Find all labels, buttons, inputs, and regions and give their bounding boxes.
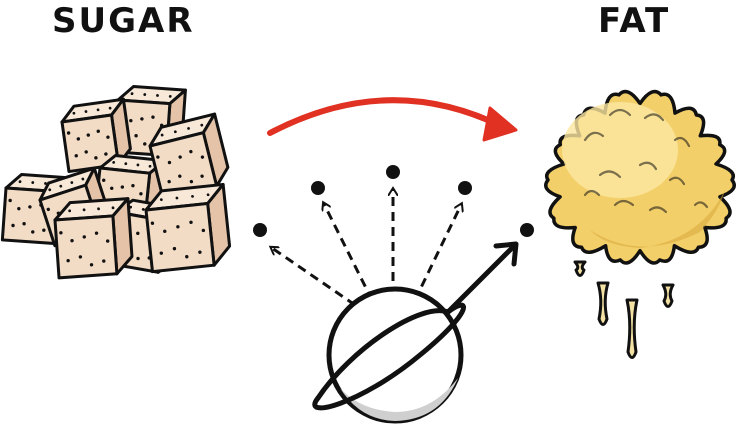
- sugar-label: SUGAR: [52, 1, 195, 41]
- pathway-dot: [386, 165, 400, 179]
- pathway-dot: [253, 223, 267, 237]
- sugar-cube: [148, 112, 230, 201]
- dashed-pathway-arrow: [324, 204, 374, 301]
- sugar-cube: [60, 97, 132, 174]
- planet-icon: [312, 286, 466, 424]
- fat-drip: [596, 281, 610, 326]
- dashed-pathway-arrow: [413, 205, 461, 301]
- fat-drip: [661, 283, 675, 308]
- pathway-dot: [520, 223, 534, 237]
- pathway-dot: [458, 181, 472, 195]
- sugar-cubes-icon: [0, 84, 232, 280]
- dashed-pathway-arrow: [272, 248, 356, 307]
- pathway-dot: [311, 181, 325, 195]
- sugar-cube: [144, 182, 232, 274]
- fat-blob-icon: [544, 89, 736, 359]
- fat-label: FAT: [598, 1, 671, 41]
- curved-arrow-icon: [267, 97, 518, 142]
- fat-drip: [573, 260, 587, 277]
- fat-drip: [625, 298, 639, 359]
- sugar-cube: [53, 197, 134, 280]
